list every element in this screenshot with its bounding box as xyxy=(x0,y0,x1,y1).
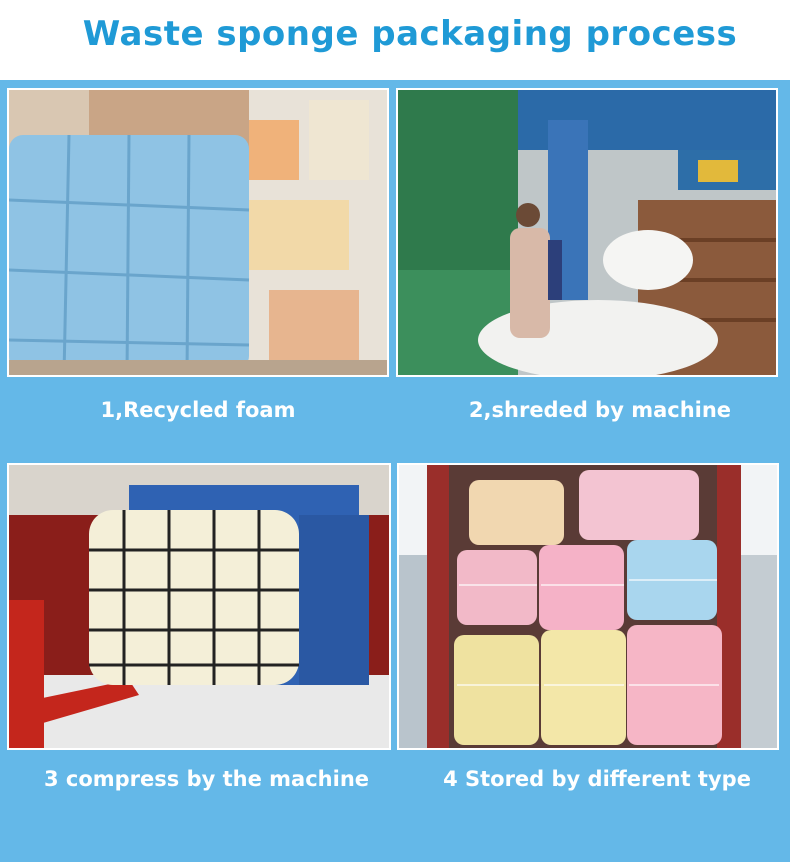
page-title: Waste sponge packaging process xyxy=(82,14,738,54)
step-3-caption: 3 compress by the machine xyxy=(43,767,370,791)
step-2-photo xyxy=(398,90,776,375)
step-1-photo xyxy=(9,90,387,375)
header: Waste sponge packaging process xyxy=(0,0,790,80)
step-4-photo xyxy=(399,465,777,748)
step-4-caption: 4 Stored by different type xyxy=(443,767,751,791)
step-2-caption: 2,shreded by machine xyxy=(468,398,732,422)
step-1-caption: 1,Recycled foam xyxy=(100,398,296,422)
step-3-photo xyxy=(9,465,389,748)
